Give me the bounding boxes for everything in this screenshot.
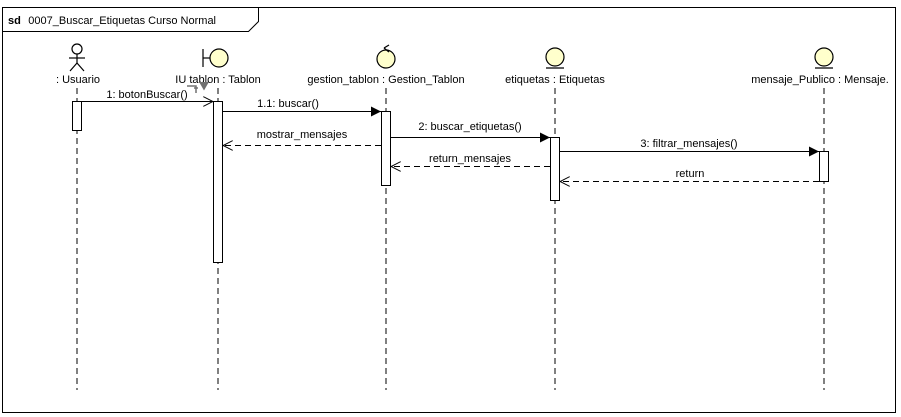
actor-icon bbox=[69, 43, 85, 72]
message-3[interactable]: mostrar_mensajes bbox=[223, 129, 381, 146]
lifeline-label-mensaje-publico: mensaje_Publico : Mensaje. bbox=[751, 74, 889, 86]
message-1[interactable]: 1: botonBuscar() bbox=[82, 89, 213, 102]
lifeline-label-iu-tablon: IU tablon : Tablon bbox=[175, 74, 260, 86]
self-call-marker-icon bbox=[187, 81, 209, 93]
entity-icon bbox=[814, 47, 834, 69]
message-label: mostrar_mensajes bbox=[257, 129, 348, 141]
lifeline-usuario[interactable]: : Usuario bbox=[56, 43, 100, 390]
frame-border bbox=[2, 7, 896, 413]
lifeline-label-usuario: : Usuario bbox=[56, 74, 100, 86]
activation-etiquetas bbox=[550, 137, 560, 201]
message-4[interactable]: 2: buscar_etiquetas() bbox=[391, 121, 550, 143]
frame-title: sd 0007_Buscar_Etiquetas Curso Normal bbox=[8, 11, 216, 28]
activation-mensaje-publico bbox=[819, 151, 829, 182]
message-5[interactable]: return_mensajes bbox=[391, 153, 550, 167]
control-icon bbox=[376, 44, 396, 69]
message-2[interactable]: 1.1: buscar() bbox=[223, 98, 381, 117]
lifeline-mensaje-publico[interactable]: mensaje_Publico : Mensaje. bbox=[751, 47, 889, 390]
message-7[interactable]: return bbox=[560, 168, 819, 182]
lifeline-label-etiquetas: etiquetas : Etiquetas bbox=[505, 74, 605, 86]
sd-frame: sd 0007_Buscar_Etiquetas Curso Normal bbox=[2, 7, 896, 413]
message-label: 3: filtrar_mensajes() bbox=[640, 138, 737, 150]
message-label: return bbox=[676, 168, 705, 180]
message-label: 1.1: buscar() bbox=[257, 98, 319, 110]
boundary-icon bbox=[202, 48, 229, 68]
activation-iu-tablon bbox=[213, 101, 223, 263]
frame-name: 0007_Buscar_Etiquetas Curso Normal bbox=[28, 15, 216, 27]
frame-keyword: sd bbox=[8, 15, 21, 27]
lifeline-etiquetas[interactable]: etiquetas : Etiquetas bbox=[505, 47, 605, 390]
message-label: return_mensajes bbox=[429, 153, 511, 165]
message-6[interactable]: 3: filtrar_mensajes() bbox=[560, 138, 819, 157]
activation-usuario bbox=[72, 101, 82, 131]
frame-tab bbox=[2, 7, 259, 32]
lifeline-iu-tablon[interactable]: IU tablon : Tablon bbox=[175, 48, 261, 390]
message-label: 2: buscar_etiquetas() bbox=[418, 121, 521, 133]
lifeline-label-gestion-tablon: gestion_tablon : Gestion_Tablon bbox=[307, 74, 464, 86]
message-label: 1: botonBuscar() bbox=[106, 89, 187, 101]
activation-gestion-tablon bbox=[381, 111, 391, 186]
entity-icon bbox=[545, 47, 565, 69]
lifeline-gestion-tablon[interactable]: gestion_tablon : Gestion_Tablon bbox=[307, 44, 465, 390]
